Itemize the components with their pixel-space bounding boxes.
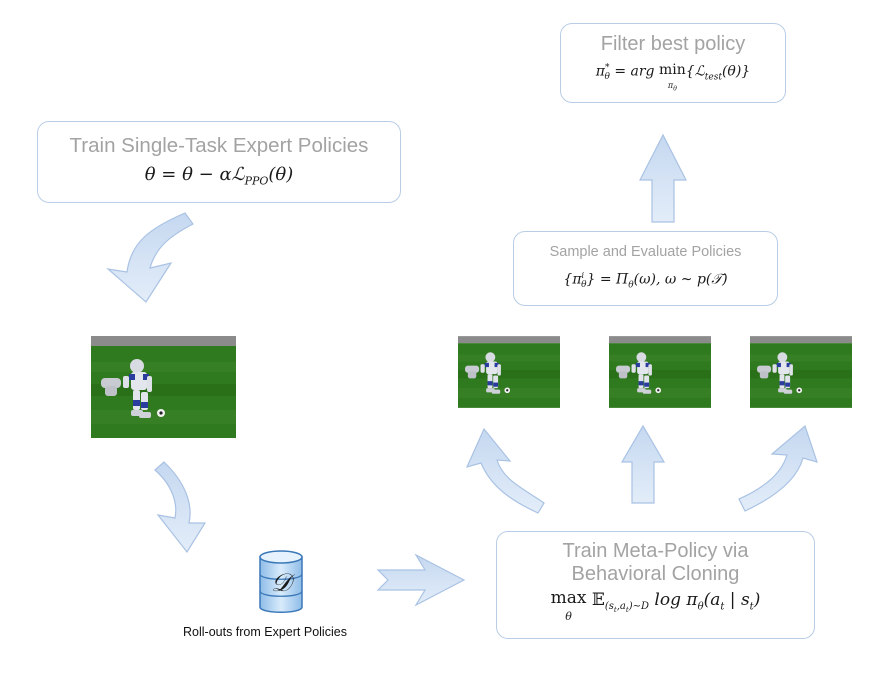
- meta-policy-box: Train Meta-Policy via Behavioral Cloning…: [496, 531, 815, 639]
- eq-sub-part: (s: [604, 601, 614, 613]
- eq-sub-part: )∼D: [628, 601, 650, 613]
- eq-part: = arg: [609, 63, 659, 80]
- eq-part: {π: [563, 271, 582, 288]
- curved-arrow-to-sample-3: [738, 424, 818, 512]
- eq-sub: test: [704, 72, 722, 83]
- eq-min: min: [658, 62, 686, 78]
- sample-evaluate-equation: {πiθ} = Πθ(ω), ω ∼ p(𝒯): [514, 271, 777, 290]
- sample-evaluate-box: Sample and Evaluate Policies {πiθ} = Πθ(…: [513, 231, 778, 306]
- roll-outs-caption: Roll-outs from Expert Policies: [183, 625, 347, 639]
- database-cylinder: [259, 550, 303, 613]
- eq-sub: PPO: [244, 174, 269, 188]
- database-symbol: 𝒟: [271, 568, 291, 597]
- eq-sub-t: t: [625, 606, 629, 615]
- arrow-to-filter-best: [639, 133, 687, 223]
- eq-sup: i: [581, 270, 585, 280]
- eq-sub: t: [749, 601, 754, 613]
- eq-part: π: [595, 63, 605, 80]
- eq-part: (ω), ω ∼ p(𝒯): [633, 271, 728, 288]
- sample-image-2: [609, 336, 711, 408]
- database-icon: 𝒟: [257, 548, 305, 616]
- train-expert-box: Train Single-Task Expert Policies θ = θ …: [37, 121, 401, 203]
- eq-tail: (θ): [268, 163, 294, 185]
- eq-sub-part: ,a: [616, 601, 626, 613]
- robot-soccer-scene: [458, 336, 560, 408]
- filter-best-title: Filter best policy: [600, 33, 746, 55]
- sample-evaluate-title: Sample and Evaluate Policies: [549, 244, 742, 260]
- robot-soccer-scene: [91, 336, 236, 438]
- eq-sup: *: [604, 63, 610, 73]
- eq-expect-sub: (st,at)∼D: [604, 601, 650, 615]
- eq-min-sub-theta: θ: [673, 85, 677, 93]
- eq-sub: θ: [697, 601, 704, 613]
- eq-sub: t: [720, 601, 725, 613]
- robot-soccer-scene: [750, 336, 852, 408]
- train-expert-title: Train Single-Task Expert Policies: [69, 134, 369, 157]
- eq-min-sub-pi: π: [667, 81, 674, 90]
- curved-arrow-to-database: [154, 461, 207, 554]
- eq-part: (a: [703, 590, 721, 610]
- eq-sub: θ: [628, 280, 634, 291]
- sample-image-1: [458, 336, 560, 408]
- eq-part: | s: [724, 590, 750, 610]
- meta-policy-title: Train Meta-Policy via Behavioral Cloning: [497, 540, 814, 586]
- eq-sub: θ: [604, 72, 610, 83]
- meta-policy-title-line2: Behavioral Cloning: [571, 563, 740, 585]
- eq-part: θ = θ − αℒ: [144, 163, 245, 185]
- robot-soccer-scene: [609, 336, 711, 408]
- eq-min-group: min πθ: [659, 63, 686, 93]
- eq-part: } = Π: [586, 271, 629, 288]
- eq-max: max: [550, 588, 587, 608]
- eq-sub-t: t: [613, 606, 617, 615]
- eq-min-sub: πθ: [667, 81, 677, 93]
- eq-max-sub: θ: [565, 610, 572, 623]
- eq-expect: 𝔼: [591, 590, 605, 610]
- train-expert-equation: θ = θ − αℒPPO(θ): [38, 164, 400, 188]
- eq-part: (θ)}: [721, 63, 751, 80]
- arrow-to-sample-2: [620, 424, 666, 504]
- arrow-to-meta-policy: [376, 553, 466, 607]
- eq-part: ): [753, 590, 761, 610]
- eq-part: log π: [649, 590, 698, 610]
- eq-sub: θ: [581, 280, 587, 291]
- eq-part: {ℒ: [685, 63, 705, 80]
- expert-rollout-image: [91, 336, 236, 438]
- sample-image-3: [750, 336, 852, 408]
- meta-policy-title-line1: Train Meta-Policy via: [562, 540, 749, 562]
- eq-max-group: max θ: [551, 590, 587, 624]
- curved-arrow-to-expert-rollout: [106, 212, 194, 303]
- curved-arrow-to-sample-1: [465, 427, 545, 514]
